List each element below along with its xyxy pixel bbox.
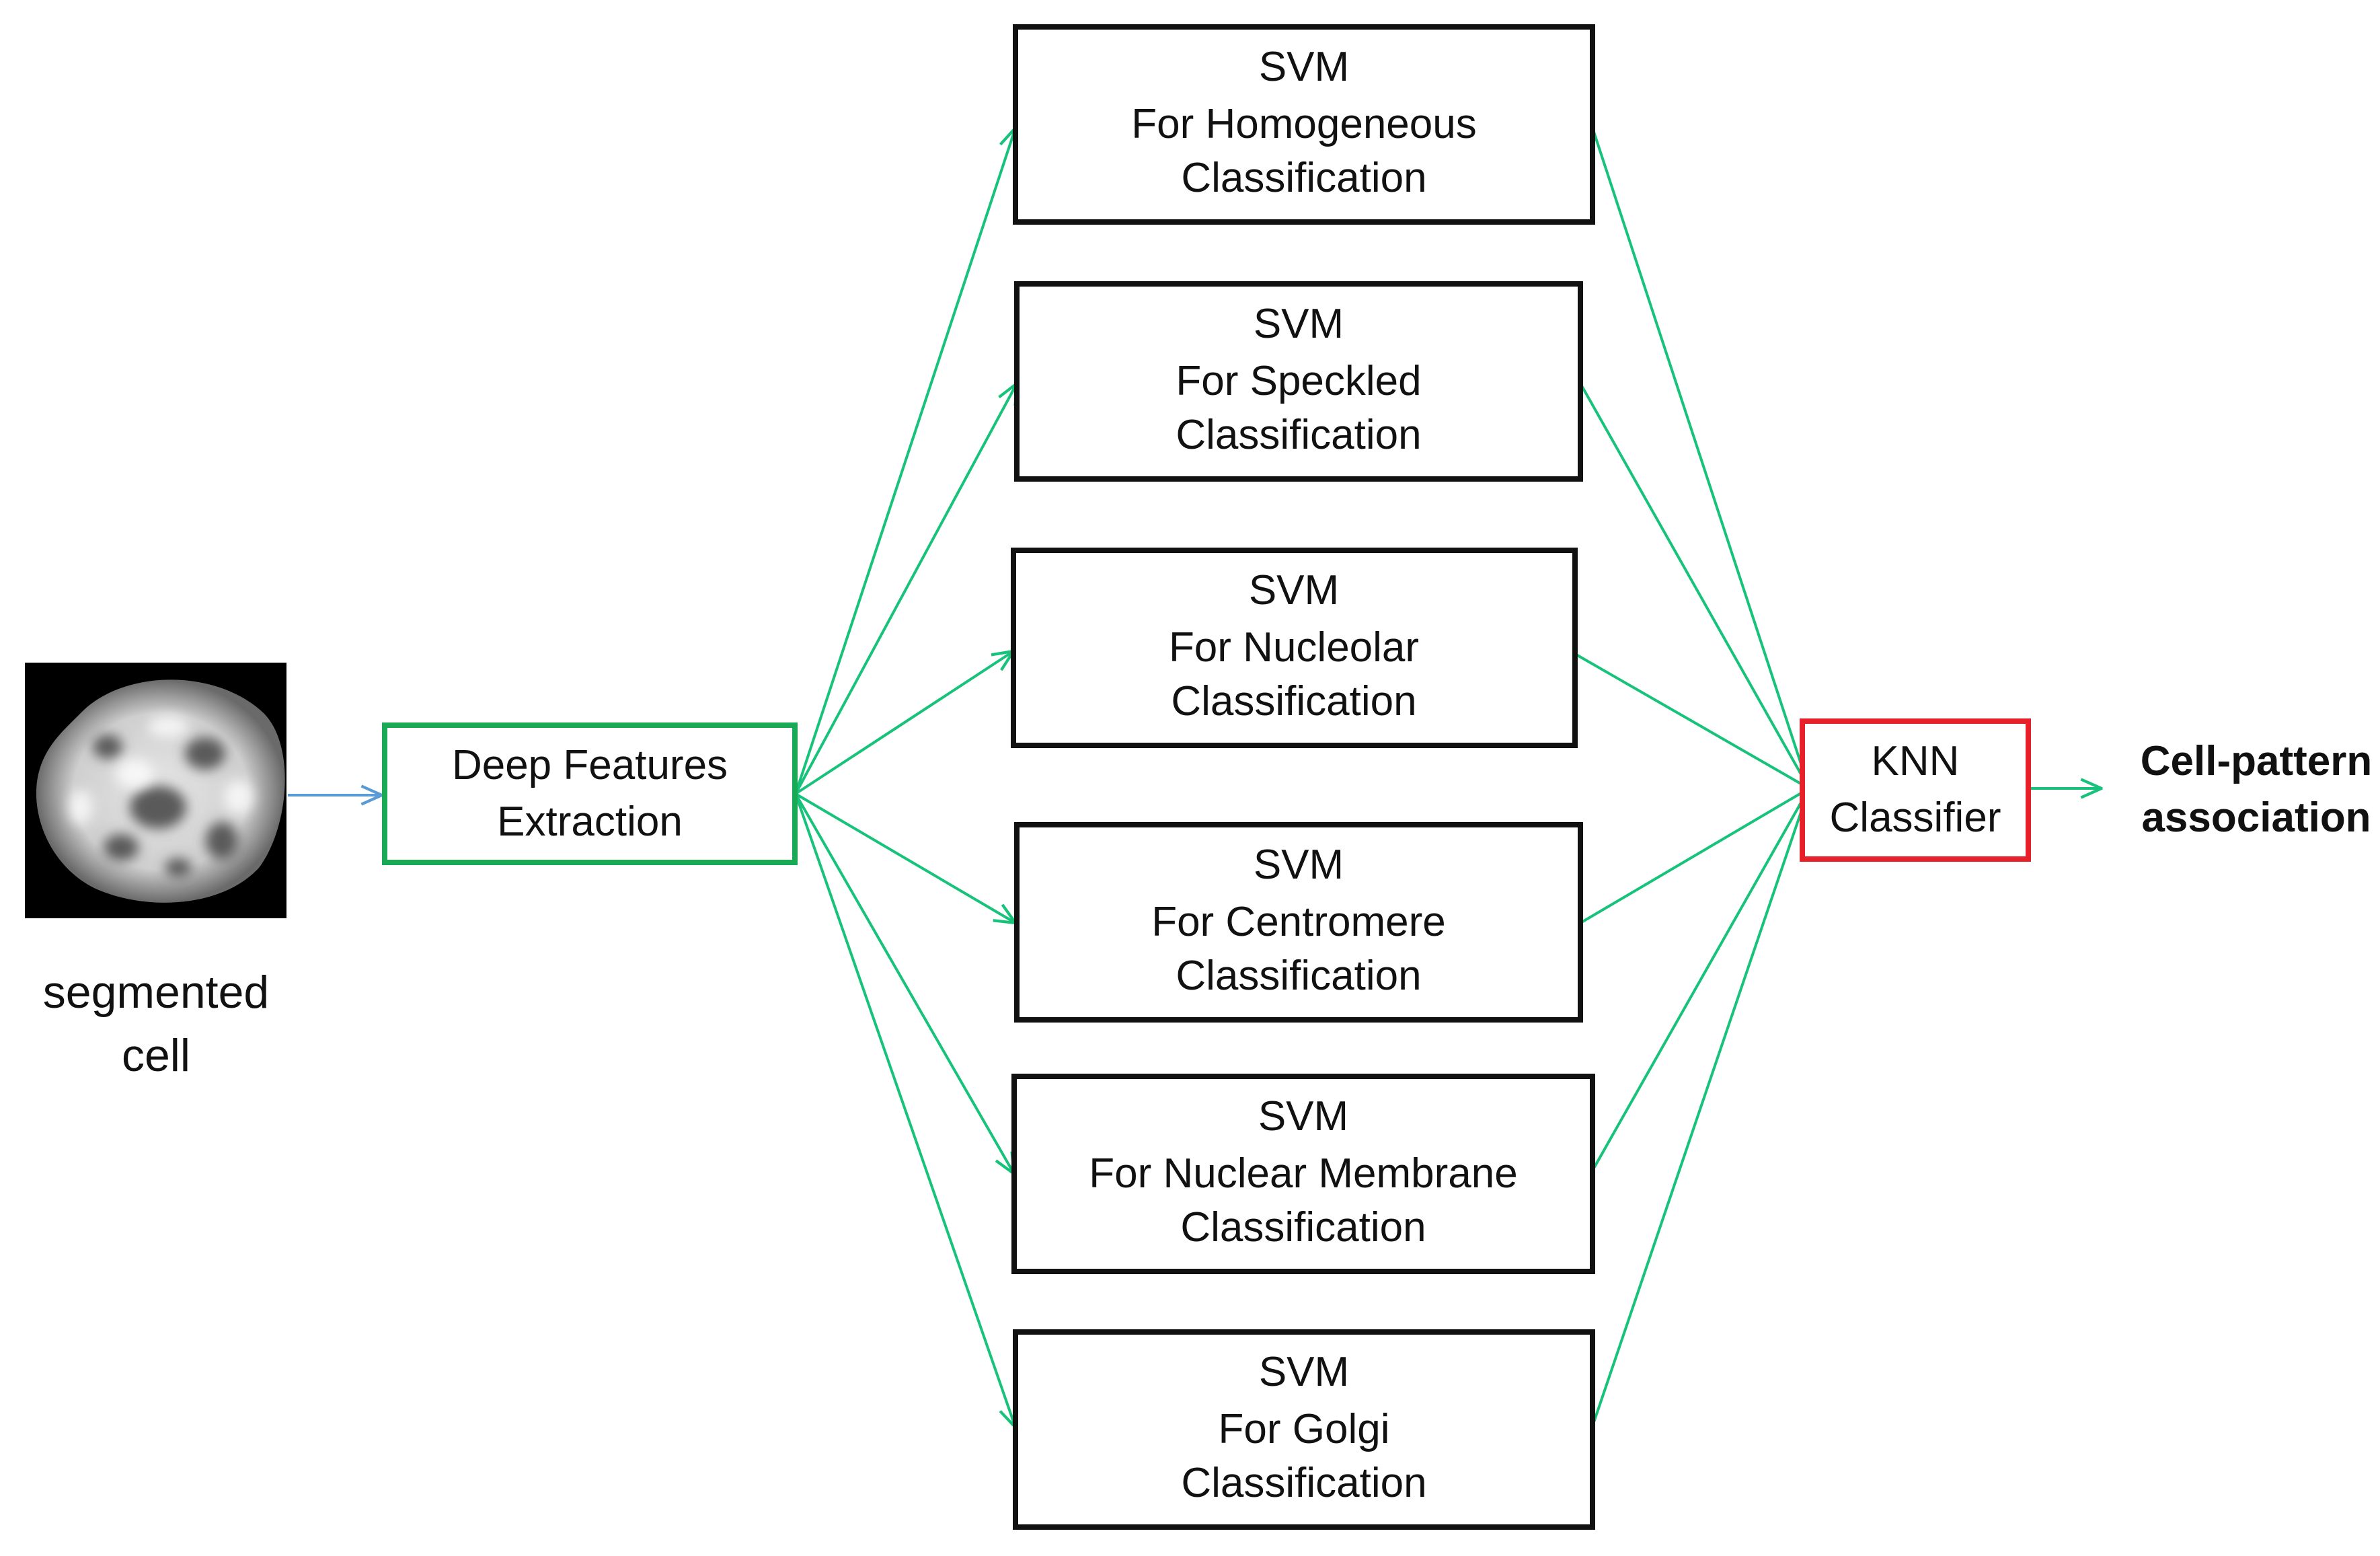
- knn-line2: Classifier: [1830, 794, 2001, 841]
- svm-title: SVM: [1254, 301, 1344, 347]
- svm-task: Classification: [1176, 953, 1421, 999]
- connector-centromere-to-knn: [1579, 787, 1810, 924]
- connector-to-svm-homogeneous: [794, 128, 1015, 794]
- svm-task: Classification: [1176, 412, 1421, 458]
- svm-task: Classification: [1180, 1204, 1426, 1251]
- deep-features-box: Deep Features Extraction: [382, 723, 798, 865]
- svm-box-nuclear-membrane: SVM For Nuclear Membrane Classification: [1011, 1074, 1595, 1274]
- connector-to-svm-speckled: [794, 383, 1017, 794]
- svm-title: SVM: [1249, 567, 1339, 614]
- svm-title: SVM: [1259, 44, 1349, 90]
- svm-to-knn-connectors: [1574, 127, 1810, 1427]
- output-label-line2: association: [2141, 794, 2371, 841]
- svm-task: Classification: [1181, 1460, 1426, 1506]
- svm-task: Classification: [1181, 155, 1426, 201]
- output-label-line1: Cell-pattern: [2141, 738, 2372, 784]
- svm-box-speckled: SVM For Speckled Classification: [1014, 281, 1583, 482]
- connector-nucleolar-to-knn: [1574, 653, 1810, 790]
- feature-to-svm-connectors: [794, 128, 1017, 1428]
- connector-golgi-to-knn: [1591, 788, 1810, 1427]
- svm-title: SVM: [1258, 1093, 1348, 1140]
- svm-target: For Homogeneous: [1131, 101, 1477, 147]
- connector-to-svm-golgi: [794, 793, 1015, 1428]
- cell-caption-line1: segmented: [43, 967, 269, 1018]
- knn-line1: KNN: [1872, 738, 1960, 784]
- connector-to-svm-nuclear-membrane: [794, 793, 1014, 1174]
- svm-target: For Speckled: [1176, 358, 1421, 404]
- connector-speckled-to-knn: [1579, 383, 1810, 789]
- svm-box-nucleolar: SVM For Nucleolar Classification: [1011, 548, 1578, 748]
- knn-classifier-box: KNN Classifier: [1800, 718, 2031, 862]
- svm-target: For Nuclear Membrane: [1089, 1150, 1517, 1197]
- svm-target: For Golgi: [1219, 1406, 1390, 1452]
- svm-box-centromere: SVM For Centromere Classification: [1014, 822, 1583, 1023]
- deep-features-line1: Deep Features: [452, 742, 728, 788]
- connector-nuclear-membrane-to-knn: [1591, 788, 1810, 1171]
- svm-box-homogeneous: SVM For Homogeneous Classification: [1013, 24, 1595, 225]
- deep-features-line2: Extraction: [497, 799, 683, 845]
- svm-target: For Centromere: [1151, 899, 1446, 945]
- connector-to-svm-nucleolar: [794, 651, 1013, 795]
- connector-homogeneous-to-knn: [1591, 127, 1810, 789]
- svm-title: SVM: [1259, 1349, 1349, 1395]
- svm-task: Classification: [1171, 678, 1416, 725]
- svm-target: For Nucleolar: [1169, 624, 1419, 671]
- cell-caption-line2: cell: [122, 1030, 190, 1081]
- svm-box-golgi: SVM For Golgi Classification: [1013, 1329, 1595, 1530]
- connector-to-svm-centromere: [794, 792, 1015, 923]
- segmented-cell-image: [25, 663, 286, 918]
- svm-title: SVM: [1254, 842, 1344, 888]
